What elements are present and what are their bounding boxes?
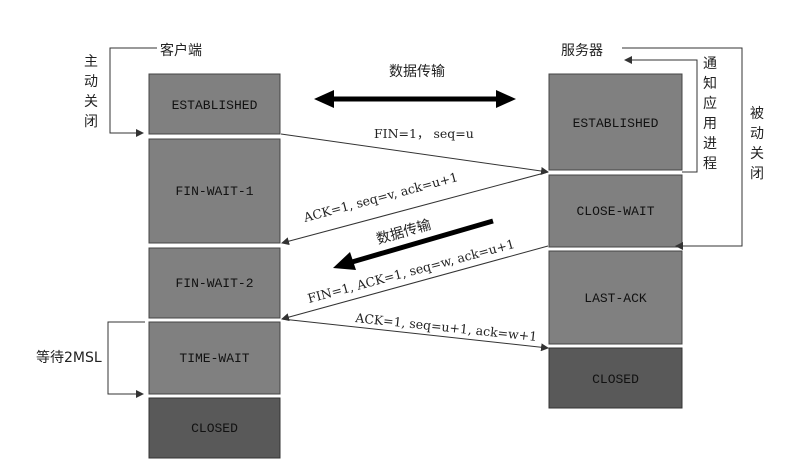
passive-close-char-4: 闭 xyxy=(750,166,764,182)
data-transfer-top-label: 数据传输 xyxy=(389,64,445,80)
passive-close-label: 被 动 关 闭 xyxy=(750,106,764,182)
active-close-char-1: 主 xyxy=(84,54,98,70)
ack2-arrow xyxy=(281,318,549,352)
active-close-char-4: 闭 xyxy=(84,114,98,130)
wait-2msl-label: 等待2MSL xyxy=(36,349,102,366)
notify-app-char-2: 知 xyxy=(703,75,717,92)
server-title: 服务器 xyxy=(561,43,603,59)
active-close-bracket xyxy=(109,47,157,137)
client-state-established: ESTABLISHED xyxy=(172,98,258,113)
client-state-fin-wait-1: FIN-WAIT-1 xyxy=(175,184,253,199)
passive-close-bracket xyxy=(622,47,743,250)
fin2-arrow xyxy=(281,245,549,322)
fin1-arrow xyxy=(280,133,549,175)
notify-app-char-3: 应 xyxy=(703,95,717,112)
active-close-char-3: 关 xyxy=(84,94,98,110)
client-state-closed-box xyxy=(148,397,281,459)
notify-app-bracket xyxy=(624,56,698,173)
notify-app-char-5: 进 xyxy=(703,136,717,152)
server-state-last-ack: LAST-ACK xyxy=(584,291,647,306)
wait-2msl-bracket xyxy=(107,321,145,398)
data-transfer-mid-arrow xyxy=(333,218,494,270)
active-close-char-2: 动 xyxy=(84,74,98,90)
server-state-last-ack-box xyxy=(548,250,683,345)
notify-app-label: 通 知 应 用 进 程 xyxy=(703,56,717,172)
client-state-established-box xyxy=(148,73,281,135)
server-state-established-box xyxy=(548,73,683,171)
ack2-label: ACK=1, seq=u+1, ack=w+1 xyxy=(354,310,538,344)
server-state-column: ESTABLISHED CLOSE-WAIT LAST-ACK CLOSED xyxy=(548,73,683,409)
fin1-label: FIN=1， seq=u xyxy=(374,126,474,141)
notify-app-char-4: 用 xyxy=(703,116,717,132)
ack1-arrow xyxy=(281,171,549,246)
data-transfer-top-arrow xyxy=(314,90,516,108)
client-state-fin-wait-1-box xyxy=(148,138,281,244)
passive-close-char-2: 动 xyxy=(750,126,764,142)
server-state-established: ESTABLISHED xyxy=(573,116,659,131)
notify-app-char-1: 通 xyxy=(703,56,717,72)
client-title: 客户端 xyxy=(160,42,202,59)
client-state-closed: CLOSED xyxy=(191,421,238,436)
server-state-closed-box xyxy=(548,347,683,409)
server-state-close-wait: CLOSE-WAIT xyxy=(576,204,654,219)
client-state-column: ESTABLISHED FIN-WAIT-1 FIN-WAIT-2 TIME-W… xyxy=(148,73,281,459)
client-state-time-wait-box xyxy=(148,321,281,395)
client-state-fin-wait-2: FIN-WAIT-2 xyxy=(175,276,253,291)
server-state-closed: CLOSED xyxy=(592,372,639,387)
passive-close-char-3: 关 xyxy=(750,146,764,162)
server-state-close-wait-box xyxy=(548,174,683,248)
active-close-label: 主 动 关 闭 xyxy=(84,54,98,130)
notify-app-char-6: 程 xyxy=(703,156,717,172)
passive-close-char-1: 被 xyxy=(750,106,764,122)
client-state-time-wait: TIME-WAIT xyxy=(179,351,249,366)
client-state-fin-wait-2-box xyxy=(148,247,281,319)
